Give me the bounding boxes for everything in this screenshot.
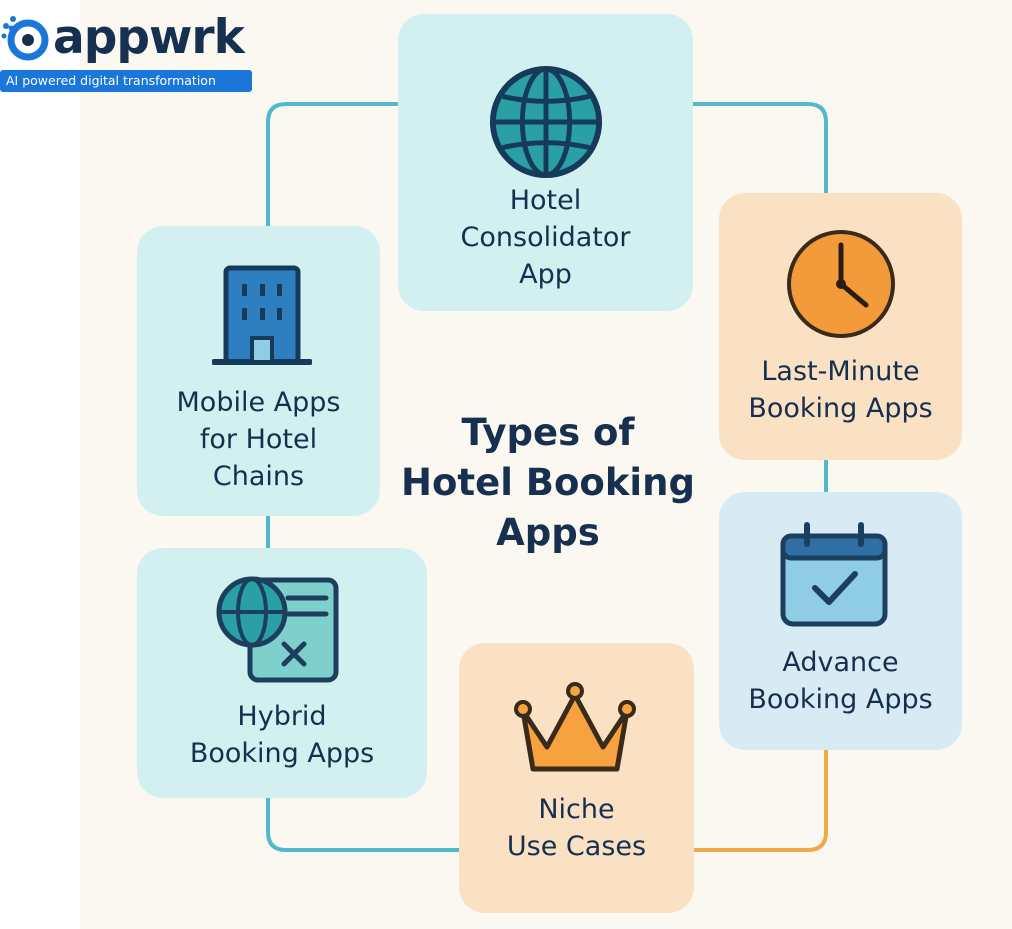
card-label-mobile-apps-hotel-chains: Mobile Apps for Hotel Chains <box>176 387 341 492</box>
connector-bottom-right <box>692 748 828 852</box>
brand-name: appwrk <box>53 10 245 65</box>
crown-icon <box>514 682 636 772</box>
card-label-hybrid-booking: Hybrid Booking Apps <box>189 701 375 769</box>
card-hybrid-booking-apps: Hybrid Booking Apps <box>137 548 427 798</box>
diagram-title: Types of Hotel Booking Apps <box>401 411 695 554</box>
card-advance-booking-apps: Advance Booking Apps <box>719 492 962 750</box>
clock-icon <box>787 230 895 338</box>
card-label-advance-booking: Advance Booking Apps <box>748 647 933 715</box>
globe-icon <box>489 65 603 179</box>
brand-tagline: AI powered digital transformation <box>0 70 252 92</box>
card-hotel-consolidator-app: Hotel Consolidator App <box>398 14 693 311</box>
calendar-check-icon <box>780 522 888 627</box>
card-label-hotel-consolidator: Hotel Consolidator App <box>460 185 631 290</box>
connector-bottom-left <box>266 796 461 852</box>
brand-logo[interactable]: appwrk AI powered digital transformation <box>0 0 254 96</box>
card-mobile-apps-for-hotel-chains: Mobile Apps for Hotel Chains <box>137 226 380 516</box>
card-label-last-minute: Last-Minute Booking Apps <box>748 356 933 424</box>
card-label-niche-use-cases: Niche Use Cases <box>506 794 647 862</box>
globe-document-icon <box>216 576 339 683</box>
hotel-building-icon <box>212 265 312 365</box>
card-niche-use-cases: Niche Use Cases <box>459 643 694 913</box>
connector-top-left <box>266 102 400 228</box>
appwrk-logo-mark-icon <box>1 16 49 61</box>
connector-top-right <box>691 102 828 195</box>
card-last-minute-booking-apps: Last-Minute Booking Apps <box>719 193 962 460</box>
